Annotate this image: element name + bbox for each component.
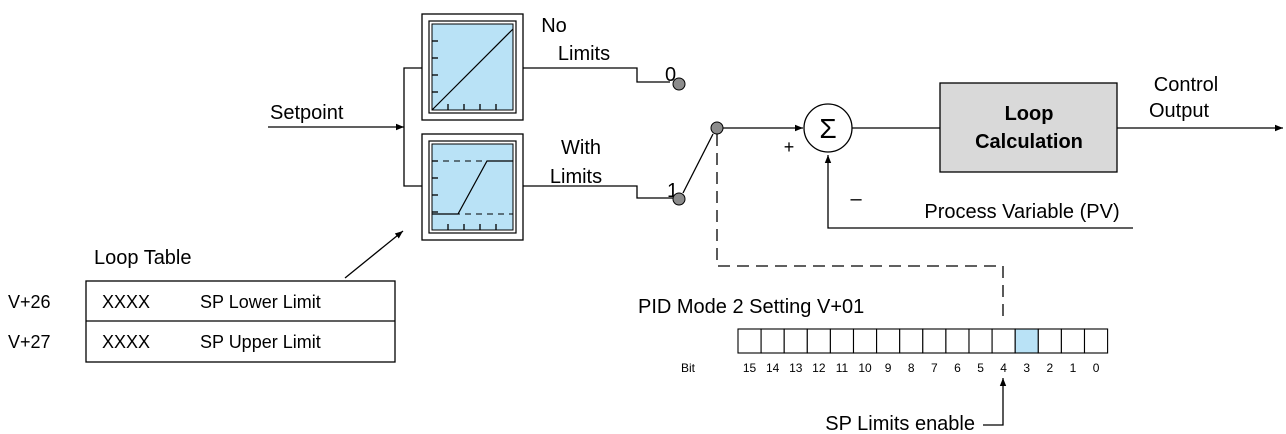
sp-limits-enable-label: SP Limits enable — [825, 413, 975, 434]
bit-number-label: 15 — [743, 361, 757, 375]
with-limits-wire — [523, 185, 678, 199]
control-output-label-1: Control — [1154, 74, 1218, 96]
pointer-arrow — [344, 230, 404, 279]
split-bracket — [403, 67, 422, 187]
bit-number-label: 7 — [931, 361, 938, 375]
bit-cell — [1037, 328, 1062, 354]
bit-number-label: 6 — [954, 361, 961, 375]
bit-cell — [760, 328, 785, 354]
bit-number-label: 8 — [908, 361, 915, 375]
bit-cell — [991, 328, 1016, 354]
plus-sign: + — [784, 137, 795, 157]
bit-control-dashed-line — [716, 134, 1004, 318]
bit-cell — [737, 328, 762, 354]
with-limits-label-2: Limits — [550, 166, 602, 188]
bit-number-label: 9 — [885, 361, 892, 375]
sum-symbol: Σ — [819, 113, 836, 144]
bit-cell — [1083, 328, 1109, 354]
bit-cell — [829, 328, 855, 354]
bit-cell — [922, 328, 947, 354]
bit-number-label: 3 — [1023, 361, 1030, 375]
loop-calc-label-2: Calculation — [975, 131, 1083, 153]
minus-sign: – — [850, 188, 862, 210]
with-limits-block — [421, 133, 524, 241]
switch-contact-1-label: 1 — [667, 180, 678, 202]
setpoint-label: Setpoint — [270, 102, 344, 124]
switch-contact-0-label: 0 — [665, 64, 676, 86]
loop-table-address: V+26 — [8, 292, 51, 312]
loop-table-description: SP Upper Limit — [200, 332, 321, 352]
bit-number-label: 13 — [789, 361, 803, 375]
loop-table-value: XXXX — [102, 292, 150, 312]
loop-calculation-box — [939, 82, 1118, 173]
bit-cell — [852, 328, 878, 354]
loop-table-address: V+27 — [8, 332, 51, 352]
control-output-label-2: Output — [1149, 100, 1209, 122]
bit-cell — [945, 328, 970, 354]
switch-contact-1 — [672, 192, 686, 206]
pid-mode-title: PID Mode 2 Setting V+01 — [638, 296, 864, 318]
process-variable-label: Process Variable (PV) — [924, 201, 1119, 223]
bit-number-label: 10 — [858, 361, 872, 375]
sp-enable-arrow — [983, 378, 1007, 426]
bit-number-label: 12 — [812, 361, 826, 375]
with-limits-label-1: With — [561, 137, 601, 159]
no-limits-wire — [523, 67, 670, 83]
bit-number-label: 14 — [766, 361, 780, 375]
bit-cell — [783, 328, 808, 354]
bit-cell — [1060, 328, 1086, 354]
loop-table-value: XXXX — [102, 332, 150, 352]
loop-table-description: SP Lower Limit — [200, 292, 321, 312]
bit-number-label: 1 — [1070, 361, 1077, 375]
bit-number-label: 11 — [836, 361, 849, 375]
switch-contact-0 — [672, 77, 686, 91]
bit-register — [737, 328, 1109, 354]
no-limits-label-1: No — [541, 15, 567, 37]
bit-cell — [899, 328, 924, 354]
no-limits-label-2: Limits — [558, 43, 610, 65]
switch-arm — [682, 133, 714, 194]
bit-prefix-label: Bit — [681, 361, 696, 375]
bit-cell — [876, 328, 901, 354]
bit-cell — [806, 328, 831, 354]
loop-calc-label-1: Loop — [1005, 103, 1054, 125]
bit-number-label: 4 — [1000, 361, 1007, 375]
bit-number-label: 2 — [1047, 361, 1054, 375]
process-variable-line — [824, 155, 1133, 229]
loop-table-title: Loop Table — [94, 247, 192, 269]
bit-cell-highlighted — [1014, 328, 1039, 354]
no-limits-block — [421, 13, 524, 121]
bit-number-label: 0 — [1093, 361, 1100, 375]
switch-pivot — [710, 121, 724, 135]
bit-number-label: 5 — [977, 361, 984, 375]
bit-cell — [968, 328, 993, 354]
